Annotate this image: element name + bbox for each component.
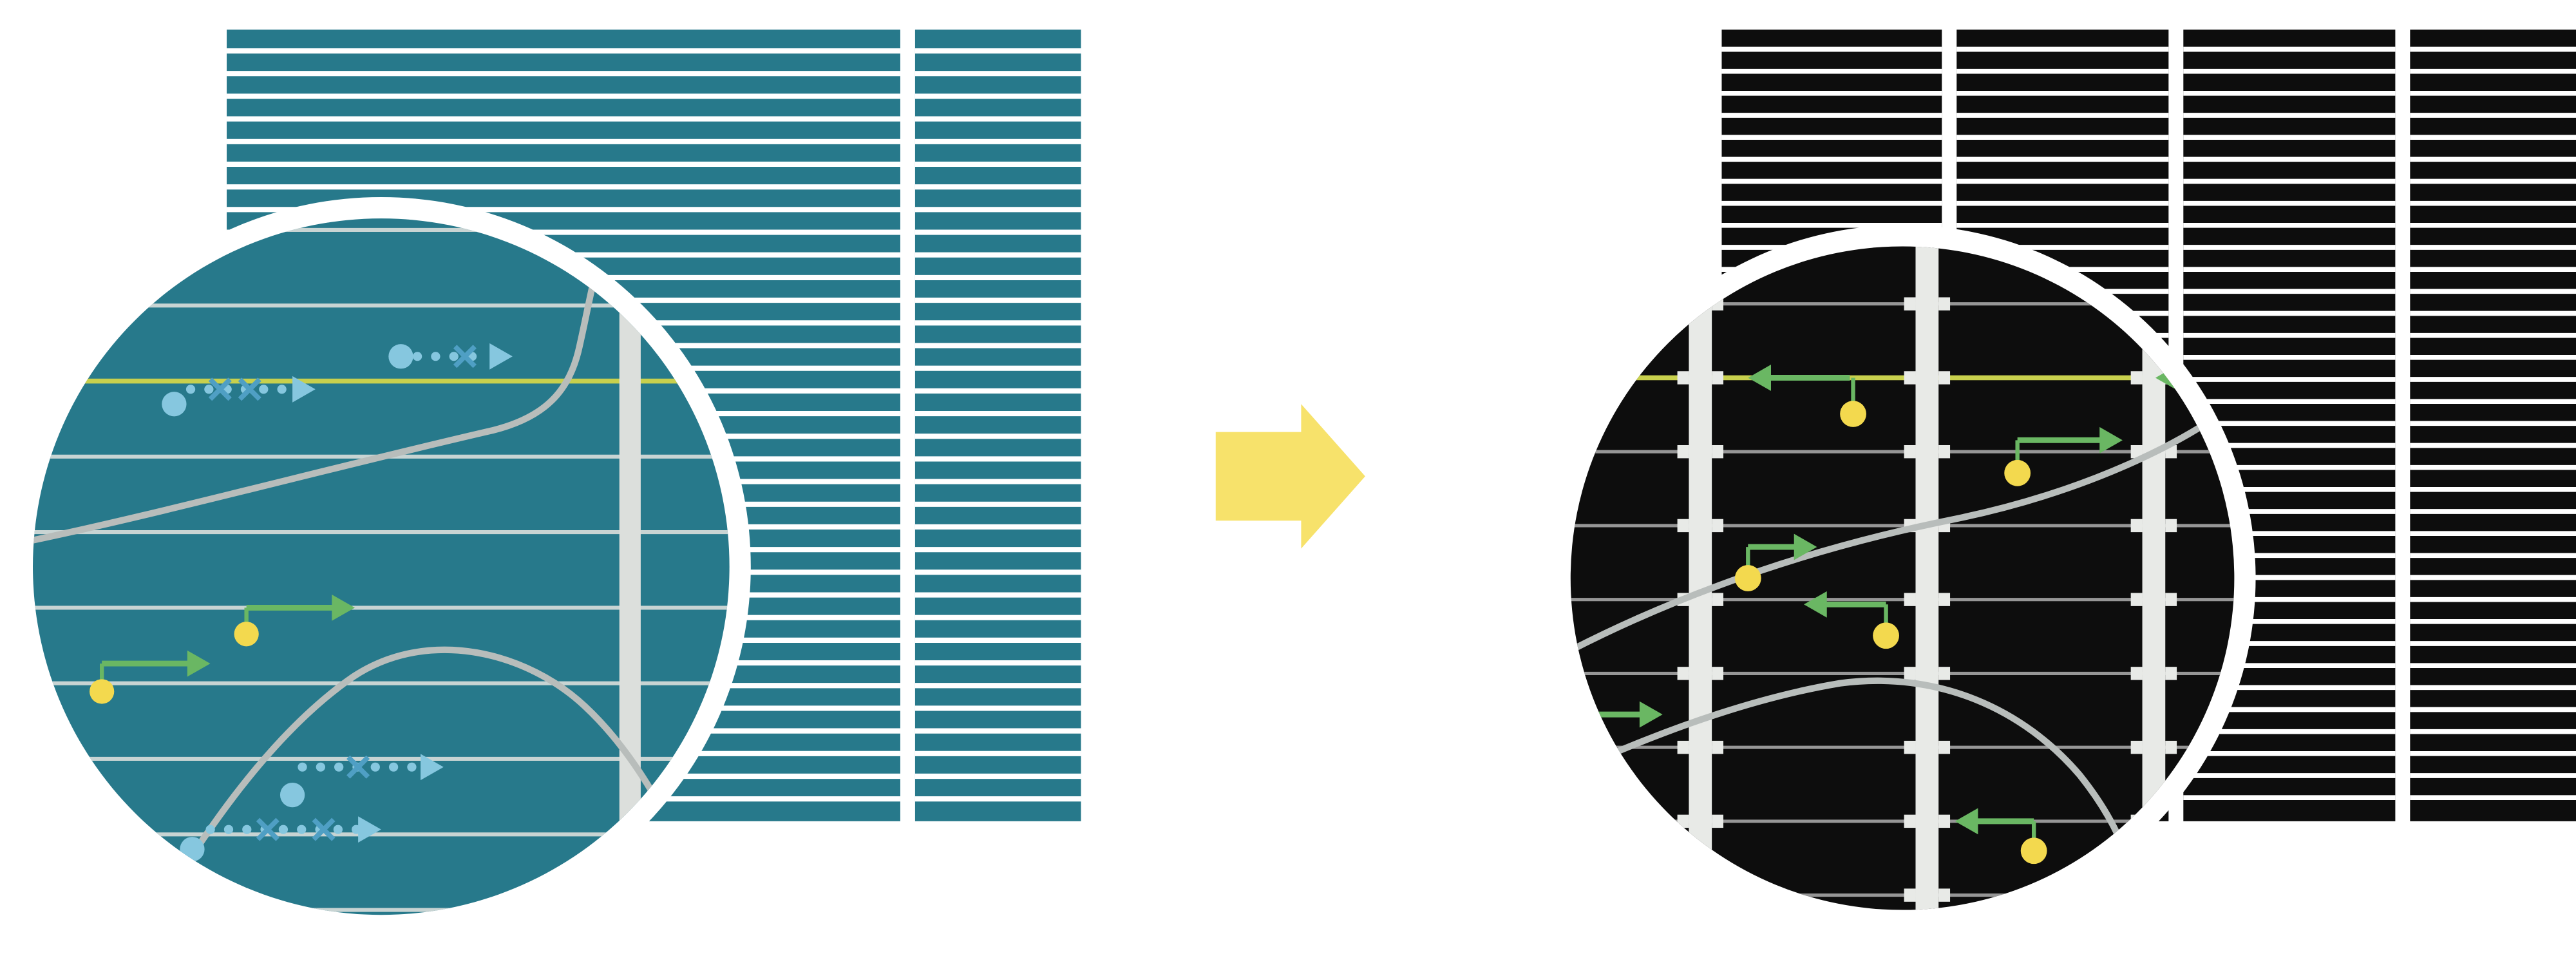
carrier-yellow-dot — [1873, 622, 1899, 649]
busbar-tick — [1938, 371, 1951, 385]
busbar-tick — [2130, 667, 2143, 680]
busbar-tick — [2165, 667, 2177, 680]
carrier-yellow-dot — [2004, 459, 2031, 486]
busbar-tick — [1712, 371, 1724, 385]
carrier-arrowhead — [2099, 426, 2123, 454]
busbar-tick — [1712, 444, 1724, 459]
transform-arrow — [1215, 404, 1365, 549]
recombination-arrowhead — [358, 816, 381, 843]
cell-section — [914, 29, 1081, 821]
carrier-blue-dot — [388, 344, 413, 369]
carrier-yellow-dot — [2020, 837, 2047, 864]
busbar-tick — [1712, 667, 1724, 680]
carrier-arrowhead — [187, 650, 211, 677]
busbar-tick — [1904, 814, 1916, 828]
busbar-tick — [1938, 667, 1951, 680]
busbar-tick — [1712, 814, 1724, 828]
busbar — [1915, 246, 1939, 910]
busbar-tick — [1677, 667, 1689, 680]
busbar-tick — [1938, 297, 1951, 310]
busbar-tick — [1677, 371, 1689, 385]
busbar-tick — [1938, 740, 1951, 754]
busbar-tick — [1938, 444, 1951, 459]
recombination-x-mark — [312, 817, 336, 841]
busbar-tick — [1712, 519, 1724, 533]
carrier-yellow-dot — [234, 622, 259, 647]
busbar-tick — [1904, 667, 1916, 680]
busbar-tick — [2165, 740, 2177, 754]
busbar-tick — [1904, 740, 1916, 754]
carrier-yellow-dot — [90, 679, 115, 704]
carrier-yellow-dot — [1734, 565, 1761, 591]
recombination-arrowhead — [292, 376, 316, 403]
busbar-tick — [2130, 593, 2143, 606]
recombination-arrowhead — [489, 343, 513, 370]
busbar-tick — [1938, 888, 1951, 902]
busbar-tick — [1938, 814, 1951, 828]
carrier-blue-dot — [279, 782, 305, 808]
recombination-x-mark — [453, 345, 477, 368]
busbar-tick — [2130, 519, 2143, 533]
busbar-tick — [1677, 814, 1689, 828]
magnifier-face — [1570, 246, 2235, 910]
recombination-x-mark — [256, 817, 279, 841]
busbar-tick — [2130, 740, 2143, 754]
grain-boundary — [1570, 677, 2139, 894]
grain-boundary — [33, 236, 608, 549]
carrier-arrowhead — [1748, 365, 1771, 391]
busbar — [1689, 246, 1712, 910]
busbar-tick — [1677, 444, 1689, 459]
busbar-tick — [1938, 593, 1951, 606]
grain-boundary — [1570, 401, 2235, 654]
carrier-blue-dot — [162, 392, 187, 417]
right-magnifier — [1549, 225, 2256, 931]
recombination-x-mark — [346, 755, 370, 779]
busbar-tick — [1904, 888, 1916, 902]
busbar-tick — [2130, 444, 2143, 459]
carrier-arrowhead — [1794, 533, 1817, 560]
carrier-arrowhead — [1639, 701, 1663, 728]
busbar-tick — [2165, 593, 2177, 606]
carrier-arrowhead — [332, 595, 355, 621]
busbar-tick — [1712, 740, 1724, 754]
busbar-tick — [1904, 371, 1916, 385]
busbar-tick — [2130, 371, 2143, 385]
busbar-tick — [2165, 519, 2177, 533]
recombination-x-mark — [208, 377, 232, 401]
recombination-x-mark — [238, 377, 261, 401]
grain-boundary — [144, 646, 694, 915]
busbar-tick — [1712, 593, 1724, 606]
carrier-arrowhead — [1804, 591, 1827, 618]
carrier-arrowhead — [1955, 808, 1978, 835]
left-magnifier — [11, 196, 751, 937]
busbar-tick — [1677, 519, 1689, 533]
recombination-arrowhead — [421, 754, 444, 781]
magnifier-content — [33, 218, 730, 915]
busbar-tick — [1677, 740, 1689, 754]
busbar — [619, 218, 641, 915]
busbar-tick — [1904, 444, 1916, 459]
carrier-yellow-dot — [1840, 401, 1866, 427]
busbar-tick — [1904, 297, 1916, 310]
busbar-tick — [1904, 593, 1916, 606]
